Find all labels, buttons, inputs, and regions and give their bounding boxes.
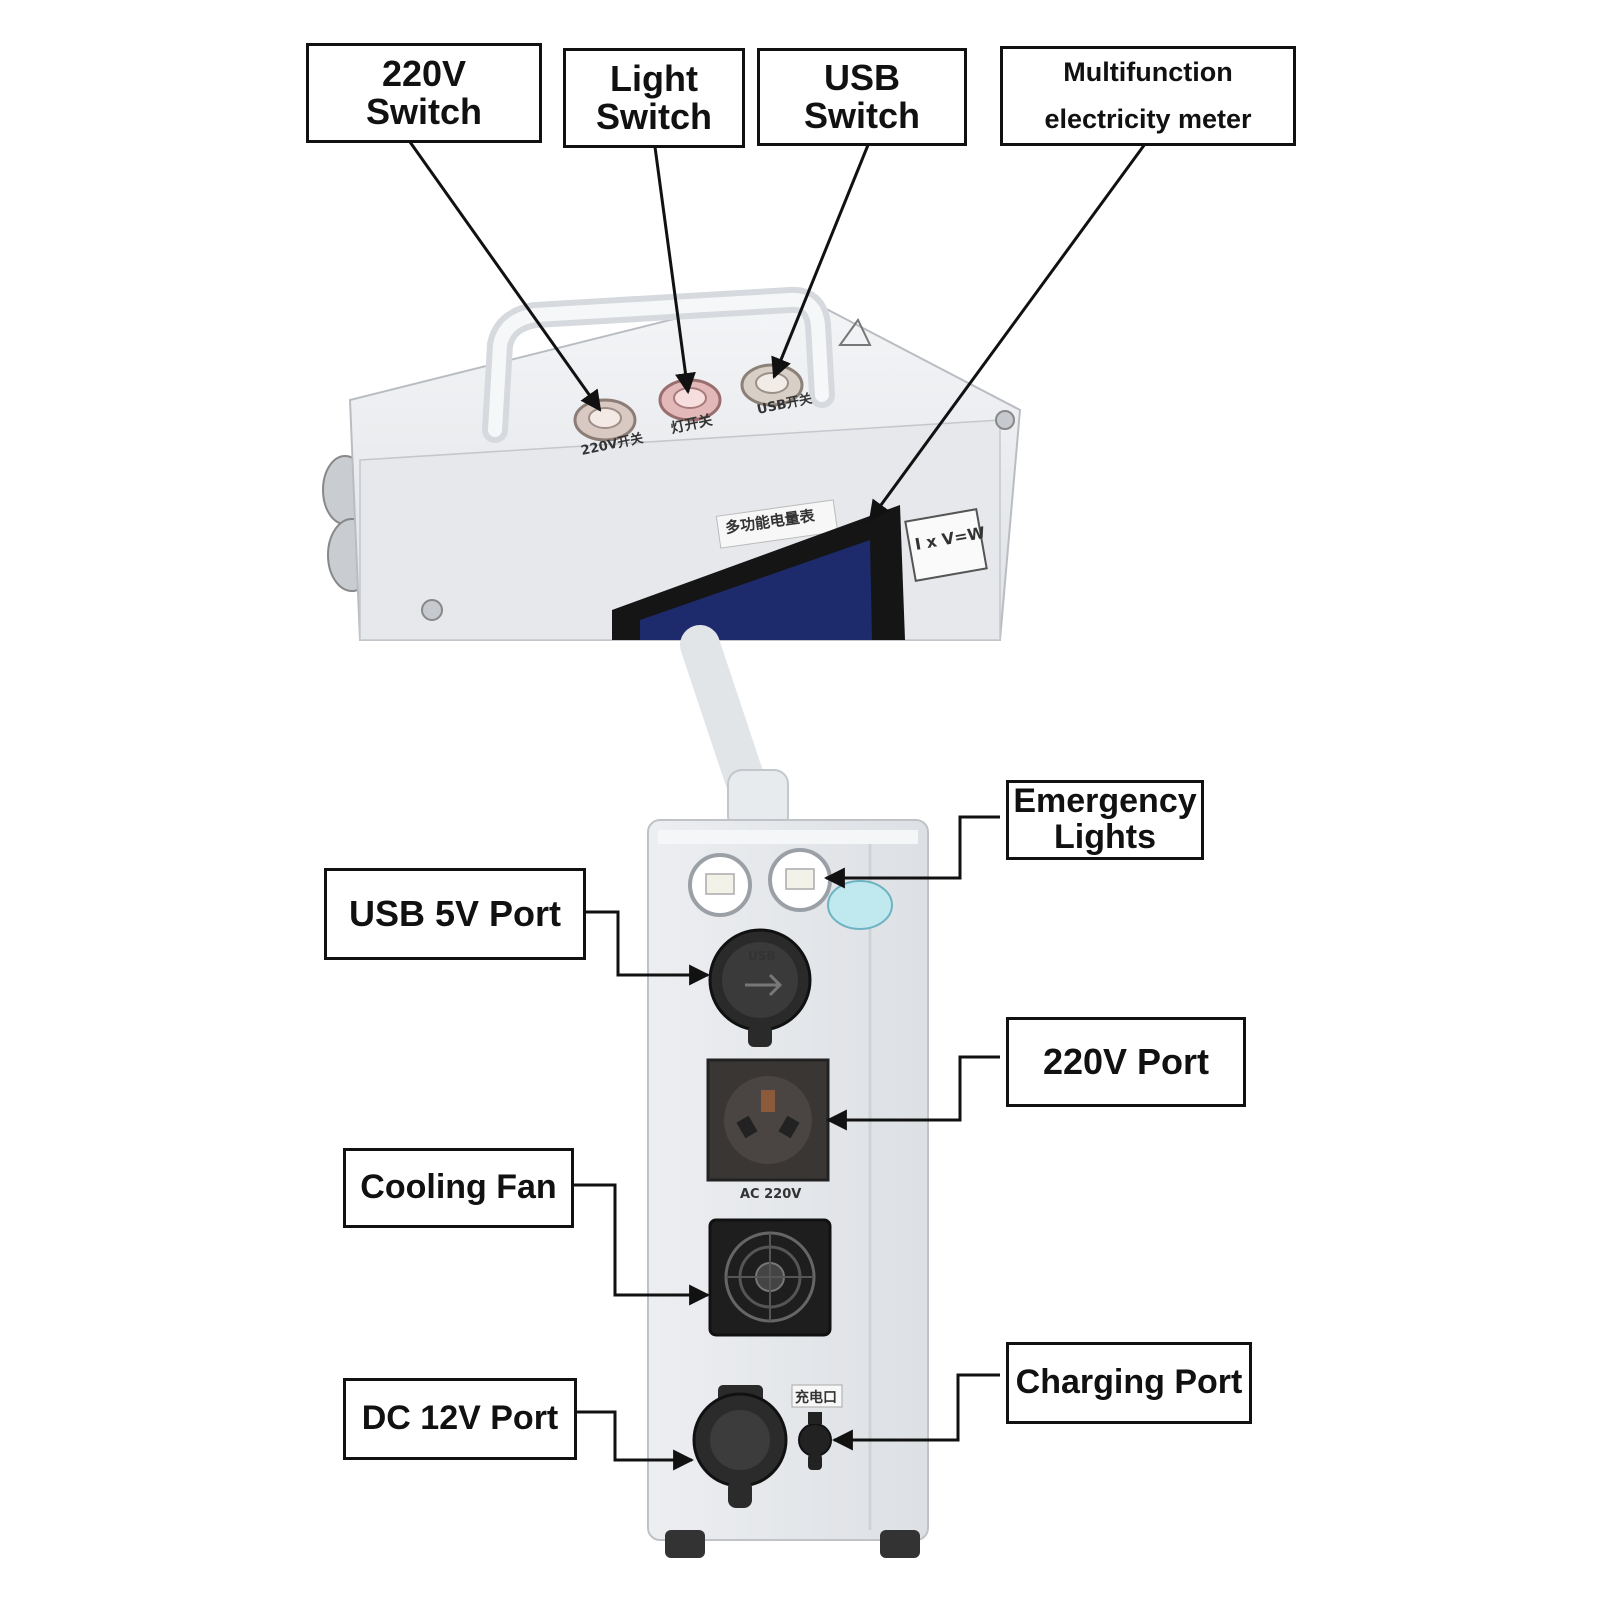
callout-dc-12v-port-text: DC 12V Port xyxy=(361,1399,559,1438)
screw-icon xyxy=(995,410,1015,430)
quality-sticker-icon xyxy=(827,880,893,930)
callout-charging-port-text: Charging Port xyxy=(1015,1363,1243,1402)
callout-usb-switch-line1: USB xyxy=(823,57,900,99)
light-switch-button-icon xyxy=(658,378,722,422)
callout-light-switch-line1: Light xyxy=(610,58,698,100)
callout-emergency-lights: Emergency Lights xyxy=(1006,780,1204,860)
charging-port-icon: 充电口 xyxy=(791,1384,843,1470)
meter-screen xyxy=(640,540,872,640)
callout-220v-port-text: 220V Port xyxy=(1042,1041,1210,1083)
callout-usb-5v-port: USB 5V Port xyxy=(324,868,586,960)
charging-port-chinese-label: 充电口 xyxy=(795,1389,837,1406)
emergency-light-icon xyxy=(688,853,752,917)
leader-lines xyxy=(408,141,1147,1471)
usb-socket-icon: USB xyxy=(708,928,812,1047)
callout-220v-switch: 220V Switch xyxy=(306,43,542,143)
callout-usb-switch-line2: Switch xyxy=(803,95,920,136)
callout-emergency-line1: Emergency xyxy=(1013,782,1197,821)
ac-socket-icon: AC 220V xyxy=(706,1058,830,1202)
callout-light-switch: Light Switch xyxy=(563,48,745,148)
side-view-device: USB AC 220V xyxy=(647,625,929,1558)
callout-meter-line1: Multifunction xyxy=(1063,56,1233,87)
screw-icon xyxy=(421,599,443,621)
dc-port-icon xyxy=(692,1385,788,1508)
callout-charging-port: Charging Port xyxy=(1006,1342,1252,1424)
callout-multifunction-meter: Multifunction electricity meter xyxy=(1000,46,1296,146)
callout-cooling-fan: Cooling Fan xyxy=(343,1148,574,1228)
callout-meter-line2: electricity meter xyxy=(1044,104,1252,134)
callout-dc-12v-port: DC 12V Port xyxy=(343,1378,577,1460)
usb-socket-label: USB xyxy=(748,949,776,963)
callout-light-switch-line2: Switch xyxy=(595,96,712,137)
callout-usb-switch: USB Switch xyxy=(757,48,967,146)
callout-220v-switch-line2: Switch xyxy=(365,91,482,132)
callout-220v-port: 220V Port xyxy=(1006,1017,1246,1107)
callout-emergency-line2: Lights xyxy=(1054,818,1156,856)
callout-cooling-fan-text: Cooling Fan xyxy=(360,1168,557,1207)
ac-220v-label: AC 220V xyxy=(740,1187,801,1202)
emergency-light-icon xyxy=(768,848,832,912)
callout-usb-5v-port-text: USB 5V Port xyxy=(348,893,562,935)
callout-220v-switch-line1: 220V xyxy=(381,53,467,95)
top-view-device: 220V开关 灯开关 USB开关 多功能电量表 I x V=W xyxy=(322,286,1022,641)
warning-icon xyxy=(838,318,872,346)
cooling-fan-icon xyxy=(708,1218,832,1337)
